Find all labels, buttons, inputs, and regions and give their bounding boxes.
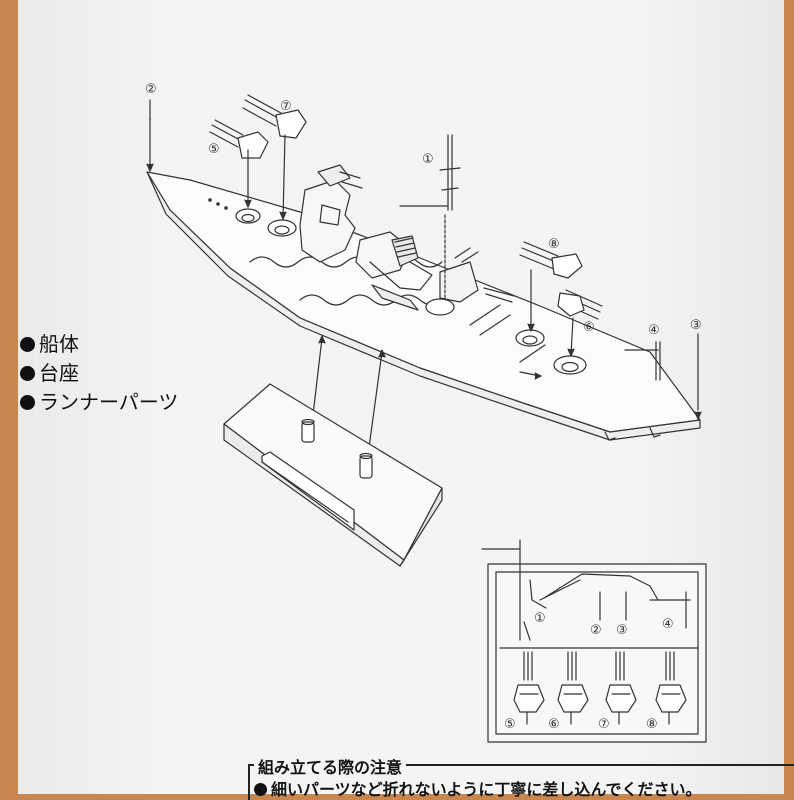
runner-label-5: ⑤	[504, 717, 516, 732]
callout-7: ⑦	[280, 99, 292, 114]
bullet-icon	[20, 395, 35, 410]
legend-item-runner: ランナーパーツ	[20, 388, 178, 417]
runner-label-1: ①	[534, 611, 546, 626]
callout-4: ④	[648, 323, 660, 338]
runner-labels: ① ② ③ ④ ⑤ ⑥ ⑦ ⑧	[504, 611, 674, 732]
ship-hull	[146, 171, 701, 441]
part-turret-6	[557, 289, 603, 320]
runner-turret-8	[655, 651, 687, 725]
caution-frame	[248, 764, 794, 800]
part-turret-8	[519, 241, 583, 279]
legend-label-hull: 船体	[39, 332, 79, 356]
runner-label-2: ②	[590, 623, 602, 638]
runner-label-7: ⑦	[598, 717, 610, 732]
callout-2: ②	[145, 82, 157, 97]
part-crane-4	[624, 341, 661, 381]
runner-turret-5	[513, 651, 545, 725]
runner-label-4: ④	[662, 617, 674, 632]
bullet-icon	[20, 337, 35, 352]
runner-turret-6	[557, 651, 589, 725]
runner-label-3: ③	[616, 623, 628, 638]
runner-label-6: ⑥	[548, 717, 560, 732]
parts-legend: 船体 台座 ランナーパーツ	[20, 330, 178, 417]
runner-label-8: ⑧	[646, 717, 658, 732]
legend-item-hull: 船体	[20, 330, 178, 359]
legend-item-stand: 台座	[20, 359, 178, 388]
turret-barbettes	[235, 208, 587, 375]
caution-title: 組み立てる際の注意	[254, 754, 407, 778]
bullet-icon	[254, 783, 267, 796]
callout-6: ⑥	[583, 320, 595, 335]
callout-1: ①	[422, 152, 434, 167]
caution-text-line: 細いパーツなど折れないように丁寧に差し込んでください。	[254, 776, 702, 800]
callout-3: ③	[690, 318, 702, 333]
part-turret-5	[209, 119, 269, 159]
diagram-callouts: ② ⑦ ⑤ ① ⑧ ⑥ ④ ③	[145, 82, 702, 338]
part-mast-1	[399, 134, 461, 211]
caution-text: 細いパーツなど折れないように丁寧に差し込んでください。	[271, 780, 702, 799]
legend-label-runner: ランナーパーツ	[39, 390, 179, 414]
bullet-icon	[20, 366, 35, 381]
ship-superstructure	[299, 164, 515, 311]
part-turret-7	[242, 94, 307, 139]
display-stand	[223, 383, 443, 567]
caution-box: 組み立てる際の注意 細いパーツなど折れないように丁寧に差し込んでください。	[240, 754, 794, 800]
legend-label-stand: 台座	[39, 361, 79, 385]
runner-turret-7	[605, 651, 637, 725]
assembly-arrows	[146, 117, 702, 456]
runner-sprue	[481, 539, 707, 743]
callout-5: ⑤	[208, 142, 220, 157]
callout-8: ⑧	[548, 237, 560, 252]
